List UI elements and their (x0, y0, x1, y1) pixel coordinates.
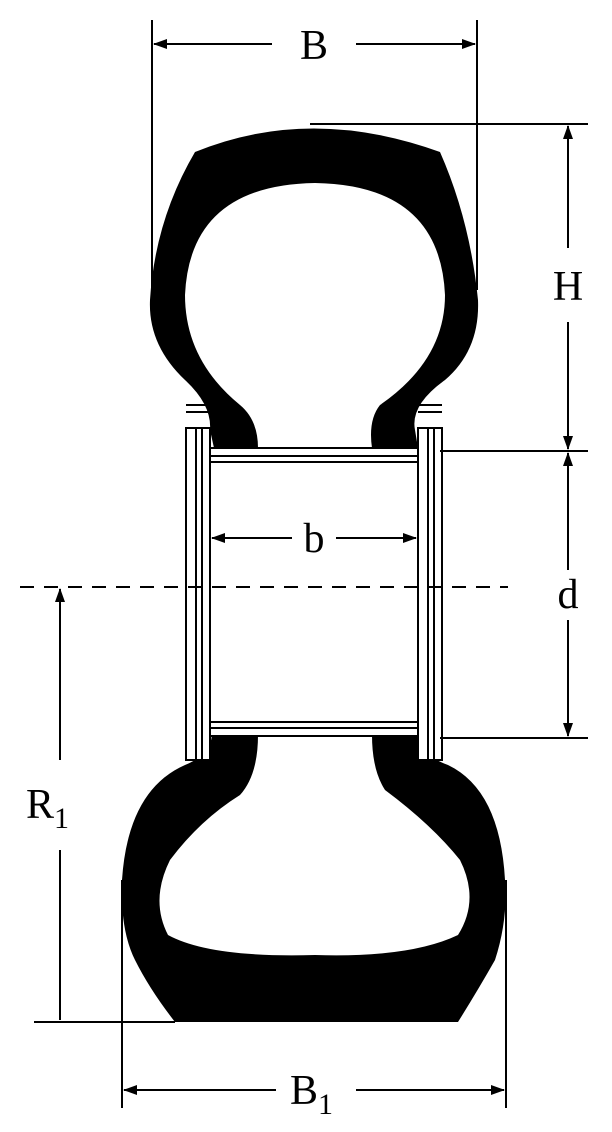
dimension-h-height: H (553, 125, 583, 450)
dimension-d-diameter: d (558, 452, 579, 737)
dimension-r1-radius: R1 (26, 588, 69, 1020)
label-d-diameter: d (558, 572, 579, 618)
label-b-rim-width: b (304, 516, 325, 562)
wheel-rim (185, 404, 443, 769)
lower-tire (121, 735, 506, 1022)
label-r1-radius: R1 (26, 782, 69, 835)
upper-tire (149, 128, 479, 448)
dimension-b-width: B (153, 23, 476, 69)
label-b-width: B (300, 23, 328, 69)
label-h-height: H (553, 264, 583, 310)
dimension-b-rim-width: b (211, 516, 417, 562)
label-b1-width: B1 (290, 1068, 333, 1121)
extension-lines (20, 20, 588, 1108)
dimension-b1-width: B1 (123, 1068, 505, 1121)
